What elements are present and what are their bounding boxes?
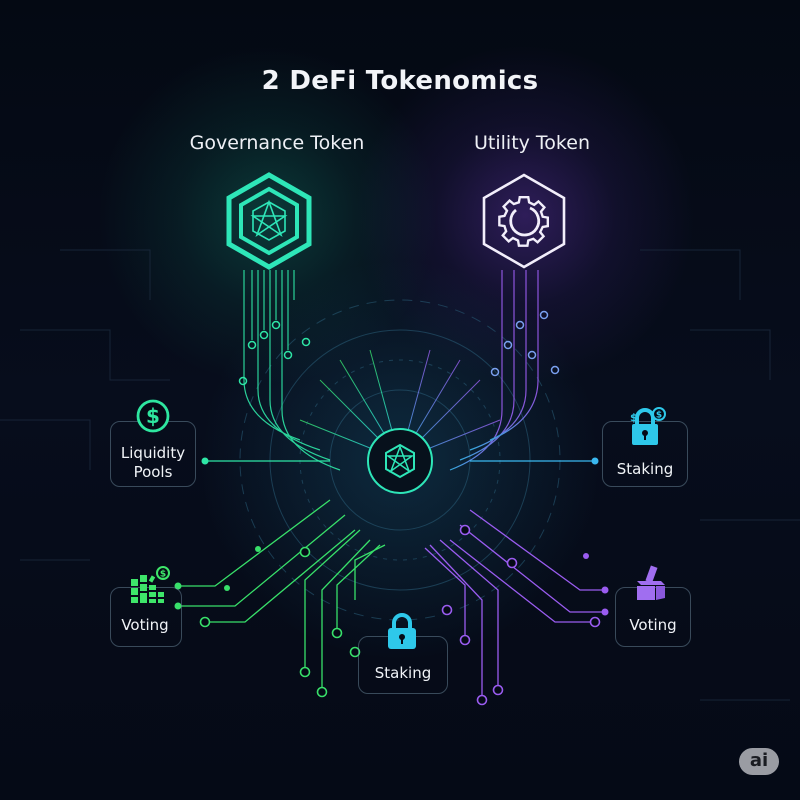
hexagon-gear-icon [482,173,566,269]
svg-text:$: $ [656,411,662,421]
node-staking-right: $ $ Staking [602,405,688,487]
liquidity-pools-label-line1: Liquidity [120,444,186,462]
governance-token-label: Governance Token [189,132,365,154]
node-staking-center: Staking [358,612,448,694]
ai-watermark-badge: ai [739,748,779,775]
staking-right-label: Staking [616,460,674,478]
page-title: 2 DeFi Tokenomics [261,66,539,96]
ballot-box-icon [637,565,665,600]
staking-center-label: Staking [374,664,432,682]
hexagon-star-icon [226,172,312,270]
voting-right-label: Voting [629,616,677,634]
node-liquidity-pools: $ Liquidity Pools [110,395,196,487]
svg-text:$: $ [160,570,166,580]
node-voting-right: Voting [615,565,691,647]
liquidity-pools-label-line2: Pools [133,463,173,481]
node-voting-left: $ Voting [110,565,182,647]
center-hub-icon [385,443,415,479]
utility-token-label: Utility Token [474,132,590,154]
svg-text:$: $ [146,404,160,428]
padlock-coin-icon: $ $ [630,407,666,445]
voting-left-label: Voting [121,616,169,634]
dollar-circle-icon: $ [136,399,170,433]
bar-blocks-coin-icon: $ [131,566,170,603]
svg-text:$: $ [630,411,638,424]
padlock-icon [388,613,416,649]
center-hub [367,428,433,494]
